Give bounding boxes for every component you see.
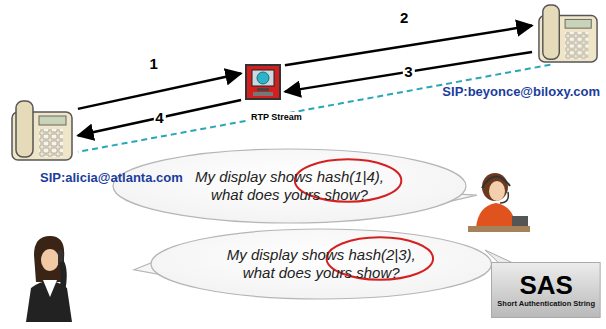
step-number: 4 [153,109,165,126]
sas-callout: SASShort Authentication String [491,262,601,318]
edge-label-anchor: RTP Stream [249,106,304,124]
callout-pointer [485,250,513,263]
server-icon [246,65,280,99]
bubble-text: My display shows hash(2|3), what does yo… [214,246,429,282]
callee-figure [468,173,530,232]
speech-bubble: My display shows hash(2|3), what does yo… [150,228,493,300]
signal-arrow [78,73,241,108]
media-stream-line [78,65,550,152]
bubble-outline [151,229,492,299]
node-shape [10,98,74,162]
bubble-outline [113,149,466,223]
edge-label-anchor: 1 [147,55,159,73]
sas-heading: SAS [519,272,572,299]
sas-subtitle: Short Authentication String [497,299,595,309]
phone-node: SIP:alicia@atlanta.com [10,98,74,162]
bubble-text: My display shows hash(1|4), what does yo… [182,168,397,204]
edge-label-anchor: 4 [153,109,165,127]
node-shape [536,2,600,64]
edge-label-anchor: 3 [402,63,414,81]
stream-label: RTP Stream [249,112,304,122]
phone-icon [12,101,72,160]
speech-bubble: My display shows hash(1|4), what does yo… [112,148,467,224]
node-shape [245,64,281,100]
signal-arrow [285,26,532,66]
caller-figure [26,236,72,322]
phone-node: SIP:beyonce@biloxy.com [536,2,600,64]
step-number: 2 [398,9,410,26]
phone-icon [539,5,597,62]
computer-node [245,64,281,100]
signal-arrow [78,100,241,135]
step-number: 1 [147,55,159,72]
sip-address: SIP:alicia@atlanta.com [40,170,104,185]
edge-label-anchor: 2 [398,9,410,27]
sip-address: SIP:beyonce@biloxy.com [370,84,600,99]
step-number: 3 [402,63,414,80]
callout-box [492,263,601,318]
